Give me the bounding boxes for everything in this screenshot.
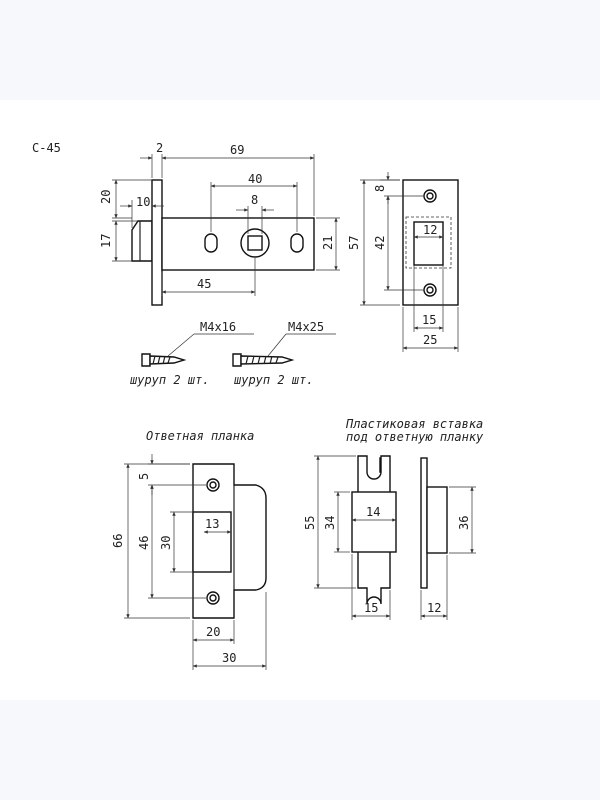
faceplate-front-view [402, 179, 459, 306]
dim-8: 8 [251, 193, 258, 207]
technical-drawing: С-45 2 69 40 8 [32, 141, 484, 670]
dim-17: 17 [99, 234, 113, 248]
latch-body [161, 217, 315, 271]
plastic-insert-side [420, 457, 448, 589]
dim-8-plate: 8 [373, 185, 387, 192]
insert-pocket [351, 491, 397, 553]
strike-window [192, 511, 232, 573]
dim-34: 34 [323, 516, 337, 530]
dim-36: 36 [457, 516, 471, 530]
dim-69: 69 [230, 143, 244, 157]
latch-bolt [131, 220, 153, 262]
drawing-sheet: С-45 2 69 40 8 [0, 100, 600, 700]
dim-57: 57 [347, 236, 361, 250]
spindle-square [247, 235, 263, 251]
dim-10: 10 [136, 195, 150, 209]
dim-12-insert: 12 [427, 601, 441, 615]
insert-title-1: Пластиковая вставка [345, 417, 483, 431]
plastic-insert-front [351, 455, 397, 605]
screw-m4x16: М4х16 шуруп 2 шт. [130, 320, 254, 387]
dim-5: 5 [137, 473, 151, 480]
dim-42: 42 [373, 236, 387, 250]
dim-45: 45 [197, 277, 211, 291]
dim-15-plate: 15 [422, 313, 436, 327]
screw1-size: М4х16 [200, 320, 236, 334]
mount-slot-left [204, 233, 218, 253]
dim-25: 25 [423, 333, 437, 347]
dim-15-insert: 15 [364, 601, 378, 615]
insert-dimensions: 55 34 14 15 36 12 [303, 455, 476, 620]
strike-title: Ответная планка [146, 429, 254, 443]
screw2-size: М4х25 [288, 320, 324, 334]
dim-20-strike: 20 [206, 625, 220, 639]
dim-21: 21 [321, 236, 335, 250]
dim-46: 46 [137, 536, 151, 550]
front-plate [151, 179, 163, 306]
model-label: С-45 [32, 141, 61, 155]
screw-m4x25: М4х25 шуруп 2 шт. [232, 320, 336, 387]
strike-plate: 13 [192, 463, 267, 619]
latch-window [413, 221, 444, 266]
dim-20: 20 [99, 190, 113, 204]
latch-side-view [131, 179, 315, 306]
dim-30-window: 30 [159, 536, 173, 550]
dim-30-strike: 30 [222, 651, 236, 665]
latch-dimensions: 2 69 40 8 20 10 17 21 45 [99, 141, 340, 296]
screw2-label: шуруп 2 шт. [234, 373, 313, 387]
faceplate-dimensions: 8 42 57 12 15 25 [347, 172, 459, 352]
screw1-label: шуруп 2 шт. [130, 373, 209, 387]
dim-14: 14 [366, 505, 380, 519]
dim-12-window: 12 [423, 223, 437, 237]
dim-55: 55 [303, 516, 317, 530]
dim-2: 2 [156, 141, 163, 155]
insert-title-2: под ответную планку [346, 430, 484, 444]
strike-dimensions: 5 66 46 30 20 30 [111, 454, 267, 670]
dim-13: 13 [205, 517, 219, 531]
mount-slot-right [290, 233, 304, 253]
dim-66: 66 [111, 534, 125, 548]
dim-40: 40 [248, 172, 262, 186]
